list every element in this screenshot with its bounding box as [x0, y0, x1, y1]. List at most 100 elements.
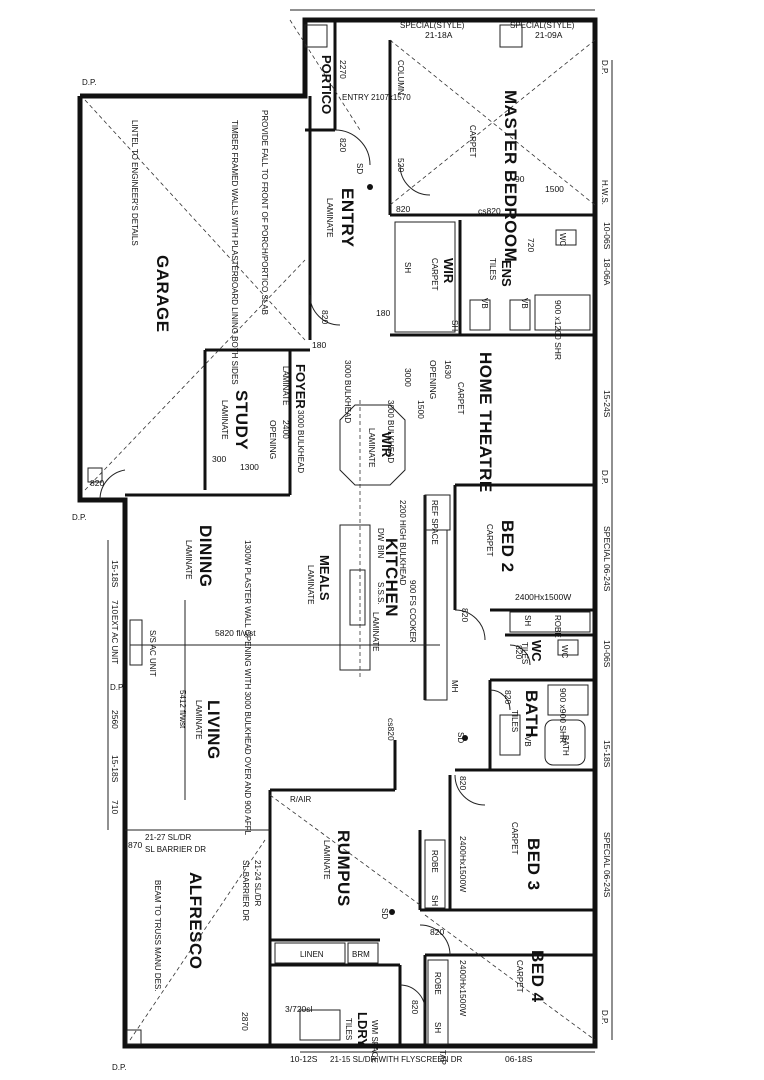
- window-labels: 21-18A 21-09A 10-06S 18-06A 15-24S SPECI…: [110, 30, 612, 1064]
- label-dimensions-d-520: 520: [396, 158, 406, 172]
- label-dimensions-d-3000: 3000: [403, 368, 413, 387]
- label-dimensions-d-820: 820: [514, 645, 524, 659]
- label-rooms-master-bedroom-finish: CARPET: [468, 125, 477, 158]
- room-bed-4: BED 4: [528, 950, 547, 1003]
- label-notes-bulkhead-3000: 3000 BULKHEAD: [343, 360, 352, 423]
- room-home-theatre: HOME THEATRE: [476, 352, 495, 493]
- label-dimensions-d-opening: OPENING: [268, 420, 278, 459]
- label-dimensions-d-300: 300: [212, 454, 226, 464]
- label-fixtures-r-air: R/AIR: [290, 795, 312, 804]
- label-notes-garage-walls: TIMBER FRAMED WALLS WITH PLASTERBOARD LI…: [230, 120, 239, 385]
- label-dimensions-d-180: 180: [376, 308, 390, 318]
- roof-lines: [84, 19, 596, 1041]
- label-rooms-wc-finish: TILES: [520, 642, 529, 664]
- label-notes-cooker: 900 FS COOKER: [408, 580, 417, 643]
- label-fixtures-sh: SH: [523, 615, 532, 626]
- label-windows-w-18-06a: 18-06A: [602, 258, 612, 286]
- label-windows-w-15-18s-c: 15-18S: [110, 755, 120, 783]
- dimensions: 2270 820 520 820 90 1500 cs820 720 900 x…: [90, 60, 571, 1031]
- label-rooms-ldry-finish: TILES: [344, 1018, 353, 1040]
- label-fixtures-sd: SD: [355, 163, 364, 174]
- label-fixtures-robe: ROBE: [430, 850, 439, 873]
- label-fixtures-dw: DW: [376, 528, 385, 542]
- label-notes-column: COLUMN: [396, 60, 405, 95]
- label-fixtures-robe: ROBE: [553, 615, 562, 638]
- label-rooms-kitchen-finish: LAMINATE: [371, 612, 380, 651]
- label-fixtures-tap: TAP: [438, 1050, 447, 1065]
- label-fixtures-sh: SH: [403, 262, 412, 273]
- label-dimensions-d-90: 90: [515, 174, 525, 184]
- label-fixtures-robe: ROBE: [433, 972, 442, 995]
- label-dimensions-d-1630: 1630: [443, 360, 453, 379]
- room-ldry: LDRY: [355, 1012, 370, 1047]
- label-fixtures-wc: WC: [560, 645, 569, 659]
- label-dimensions-d-820: 820: [458, 776, 468, 790]
- room-study: STUDY: [232, 390, 251, 450]
- label-dimensions-d-1500: 1500: [416, 400, 426, 419]
- label-notes-fl-wst-5412: 5412 fl/wst: [178, 690, 187, 729]
- label-notes-beam: BEAM TO TRUSS MANU DES.: [153, 880, 162, 992]
- label-notes-dp: D.P.: [82, 78, 97, 87]
- room-garage: GARAGE: [153, 255, 172, 333]
- label-dimensions-d-cs820: cs820: [478, 206, 501, 216]
- label-dimensions-d-2400: 2400: [281, 420, 291, 439]
- label-rooms-wir2-finish: LAMINATE: [367, 428, 376, 467]
- room-dining: DINING: [196, 525, 215, 588]
- room-wir-2: WIR: [379, 432, 394, 458]
- label-rooms-dining-finish: LAMINATE: [184, 540, 193, 579]
- label-rooms-rumpus-finish: LAMINATE: [322, 840, 331, 879]
- label-dimensions-d-820: 820: [460, 608, 470, 622]
- label-dimensions-d-2400x1500: 2400Hx1500W: [515, 592, 571, 602]
- room-bed-2: BED 2: [498, 520, 517, 573]
- interior-walls: [125, 20, 595, 1046]
- door-swings: [99, 129, 531, 1011]
- label-windows-w-10-06s: 10-06S: [602, 222, 612, 250]
- room-alfresco: ALFRESCO: [186, 872, 205, 970]
- label-rooms-bed2-finish: CARPET: [485, 524, 494, 557]
- label-fixtures-sd: SD: [380, 908, 389, 919]
- label-dimensions-d-820: 820: [338, 138, 348, 152]
- label-windows-w-21-18a: 21-18A: [425, 30, 453, 40]
- label-notes-lintel: LINTEL TO ENGINEER'S DETAILS: [130, 120, 139, 246]
- label-dimensions-d-1300: 1300: [240, 462, 259, 472]
- label-fixtures-vb: VB: [480, 298, 489, 309]
- room-bed-3: BED 3: [524, 838, 543, 891]
- label-dimensions-d-2270: 2270: [338, 60, 348, 79]
- label-notes-entry-door: ENTRY 2107x1570: [342, 93, 411, 102]
- label-rooms-bed3-finish: CARPET: [510, 822, 519, 855]
- label-dimensions-d-1500: 1500: [545, 184, 564, 194]
- label-rooms-study-finish: LAMINATE: [220, 400, 229, 439]
- label-notes-bulkhead-3000: 3000 BULKHEAD: [386, 400, 395, 463]
- label-windows-w-06-18s: 06-18S: [505, 1054, 533, 1064]
- outer-walls: [77, 17, 598, 1049]
- label-dimensions-d-720: 720: [526, 238, 536, 252]
- label-dimensions-d-870: 870: [128, 840, 142, 850]
- label-dimensions-shr-bath: 900 x900 SHR: [558, 688, 568, 743]
- label-dimensions-d-3720: 3/720sl: [285, 1004, 313, 1014]
- label-notes-dp: D.P.: [600, 470, 609, 485]
- label-fixtures-bath: BATH: [561, 735, 570, 756]
- label-notes-alfresco-barrier1: SL BARRIER DR: [145, 845, 206, 854]
- room-kitchen: KITCHEN: [382, 538, 401, 617]
- label-rooms-living-finish: LAMINATE: [194, 700, 203, 739]
- label-dimensions-d-820: 820: [90, 478, 104, 488]
- label-rooms-bed4-finish: CARPET: [515, 960, 524, 993]
- room-ens: ENS: [499, 260, 514, 287]
- label-notes-porch-fall: PROVIDE FALL TO FRONT OF PORCH/PORTICO S…: [260, 110, 269, 315]
- label-dimensions-d-2870: 2870: [240, 1012, 250, 1031]
- label-notes-ext-ac-unit: EXT AC UNIT: [110, 615, 119, 664]
- label-rooms-wir1-finish: CARPET: [430, 258, 439, 291]
- label-notes-bulkhead-2200: 2200 HIGH BULKHEAD: [398, 500, 407, 586]
- room-portico: PORTICO: [319, 55, 334, 114]
- room-meals: MEALS: [317, 555, 332, 601]
- label-fixtures-mh: MH: [450, 680, 459, 693]
- label-windows-w-special-1: SPECIAL 06-24S: [602, 526, 612, 592]
- label-fixtures-sh: SH: [450, 320, 459, 331]
- label-rooms-bath-finish: TILES: [510, 710, 519, 732]
- label-notes-special-style-2: SPECIAL(STYLE): [510, 21, 575, 30]
- label-fixtures-ref-space: REF SPACE: [430, 500, 439, 545]
- label-notes-dp: D.P.: [600, 60, 609, 75]
- label-rooms-home-theatre-finish: CARPET: [456, 382, 465, 415]
- label-rooms-foyer-finish: LAMINATE: [281, 366, 290, 405]
